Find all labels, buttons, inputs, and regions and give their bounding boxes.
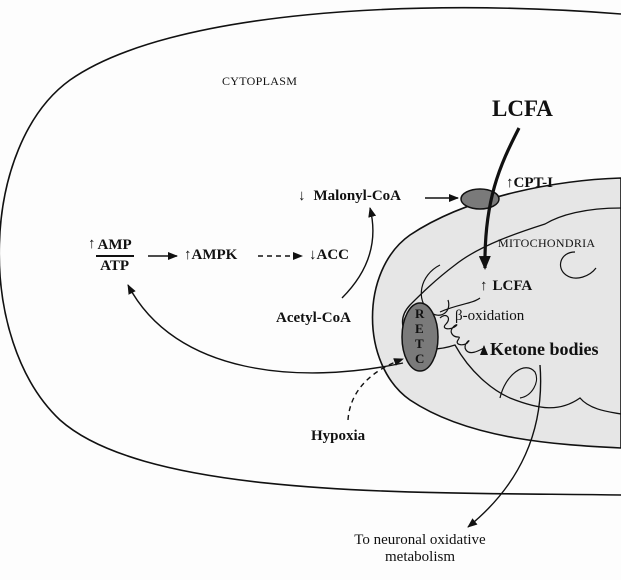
retc-letter-r: R xyxy=(415,306,424,322)
cytoplasm-label: CYTOPLASM xyxy=(222,74,297,89)
lcfa-outside-label: LCFA xyxy=(492,96,553,122)
up-arrow: ↑ xyxy=(88,236,96,252)
acetyl-coa-label: Acetyl-CoA xyxy=(276,310,351,327)
retc-to-amp-arrow xyxy=(128,285,403,373)
lcfa-inside-text: LCFA xyxy=(493,278,533,294)
down-arrow: ↓ xyxy=(298,188,306,204)
ketone-bodies-label: Ketone bodies xyxy=(490,339,599,360)
cpt1-label: ↑CPT-I xyxy=(506,175,553,192)
ampk-text: AMPK xyxy=(192,247,238,263)
up-arrow: ↑ xyxy=(184,247,192,263)
neuronal-line-1: To neuronal oxidative xyxy=(320,532,520,549)
retc-letter-c: C xyxy=(415,351,424,367)
malonyl-text: Malonyl-CoA xyxy=(314,188,402,204)
acc-text: ACC xyxy=(317,247,350,263)
cpt1-text: CPT-I xyxy=(514,175,553,191)
ampk-label: ↑AMPK xyxy=(184,247,237,264)
retc-letter-e: E xyxy=(415,321,424,337)
malonyl-coa-label: ↓ Malonyl-CoA xyxy=(298,188,401,205)
mitochondria-label: MITOCHONDRIA xyxy=(498,236,595,251)
atp-text: ATP xyxy=(96,257,134,276)
up-arrow: ↑ xyxy=(480,278,488,294)
retc-letter-t: T xyxy=(415,336,424,352)
neuronal-line-2: metabolism xyxy=(320,549,520,566)
lcfa-inside-label: ↑ LCFA xyxy=(480,278,532,295)
beta-oxidation-label: β-oxidation xyxy=(455,308,524,325)
down-arrow: ↓ xyxy=(309,247,317,263)
amp-text: AMP xyxy=(96,236,134,257)
neuronal-label: To neuronal oxidative metabolism xyxy=(320,532,520,566)
hypoxia-label: Hypoxia xyxy=(311,428,365,445)
up-arrow: ↑ xyxy=(506,175,514,191)
acc-label: ↓ACC xyxy=(309,247,349,264)
